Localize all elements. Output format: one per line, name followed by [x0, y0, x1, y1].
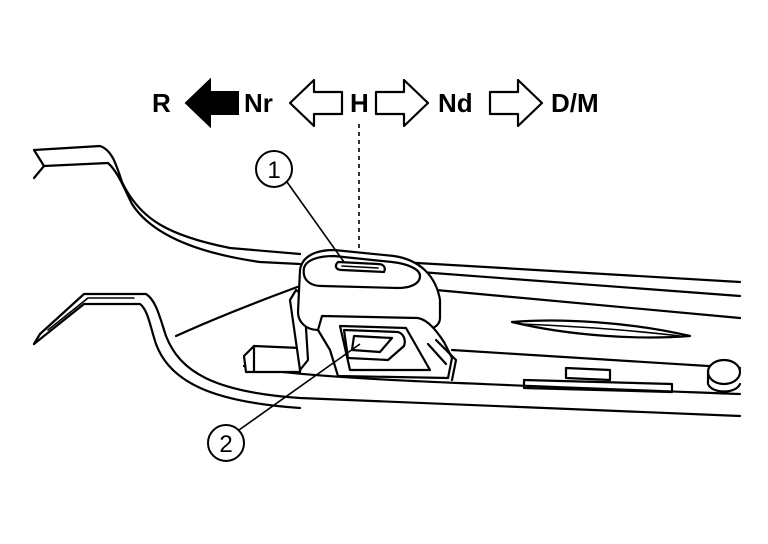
- callout-1-number: 1: [267, 157, 280, 184]
- position-label-h: H: [350, 88, 369, 118]
- outline-right-arrow-icon-2: [488, 78, 544, 128]
- position-label-nd: Nd: [438, 88, 473, 118]
- outline-right-arrow-icon: [374, 78, 430, 128]
- position-label-r: R: [152, 88, 171, 118]
- callout-2: 2: [207, 343, 361, 462]
- shift-position-row: R Nr H Nd D/M: [152, 77, 599, 129]
- position-label-dm: D/M: [551, 88, 599, 118]
- shift-knob: [296, 248, 458, 382]
- outline-left-arrow-icon: [288, 78, 344, 128]
- position-label-nr: Nr: [244, 88, 273, 118]
- filled-left-arrow-icon: [184, 77, 239, 129]
- callout-1: 1: [255, 150, 345, 263]
- callout-2-number: 2: [219, 431, 232, 458]
